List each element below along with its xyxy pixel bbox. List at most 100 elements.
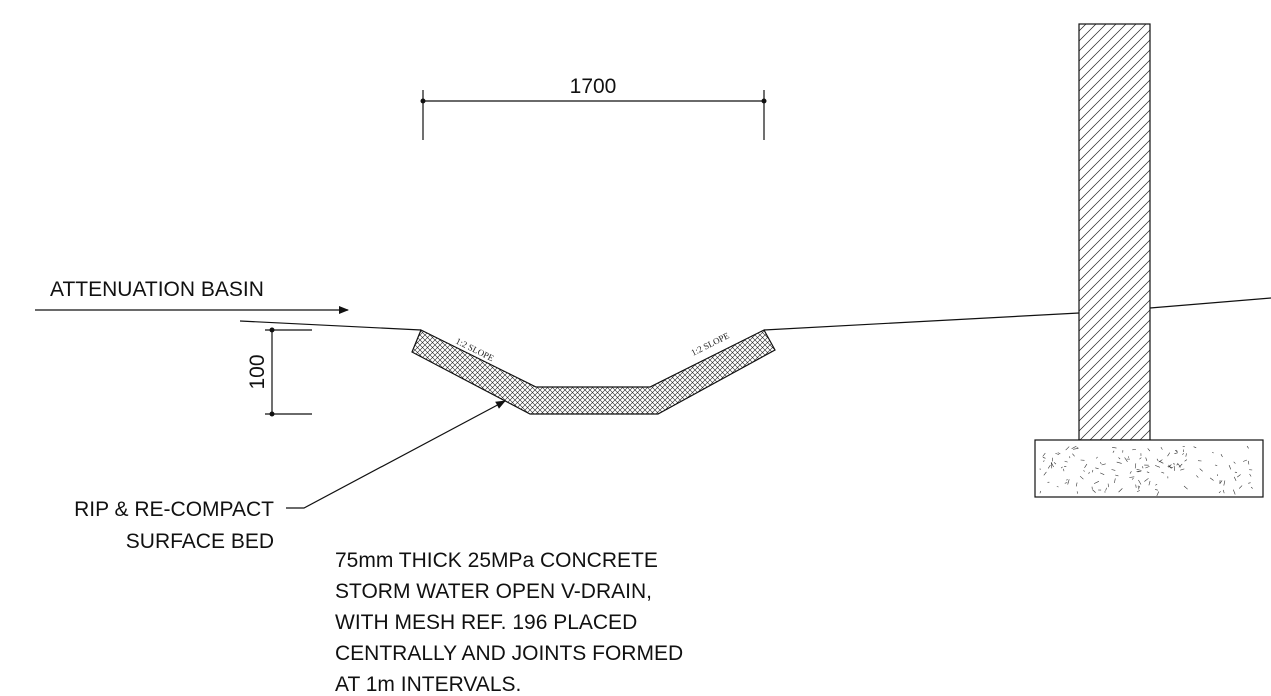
footing-speckle xyxy=(1146,471,1150,473)
footing-speckle xyxy=(1144,478,1149,482)
footing-speckle xyxy=(1161,471,1165,474)
footing-speckle xyxy=(1184,459,1188,462)
footing-speckle xyxy=(1118,488,1123,493)
footing-speckle xyxy=(1212,452,1214,454)
footing-speckle xyxy=(1156,491,1160,497)
footing-speckle xyxy=(1043,460,1045,463)
footing-speckle xyxy=(1138,479,1142,485)
footing-speckle xyxy=(1219,480,1223,484)
footing-speckle xyxy=(1156,458,1159,462)
footing-speckle xyxy=(1172,463,1176,465)
footing-speckle xyxy=(1214,464,1218,466)
note-line: 75mm THICK 25MPa CONCRETE xyxy=(335,549,658,572)
footing-speckle xyxy=(1100,472,1105,475)
footing-speckle xyxy=(1177,462,1181,468)
note-line: CENTRALLY AND JOINTS FORMED xyxy=(335,642,683,665)
attenuation-basin-callout: ATTENUATION BASIN xyxy=(35,278,349,314)
footing-speckle xyxy=(1228,464,1232,470)
rip-label-line1: RIP & RE-COMPACT xyxy=(74,498,274,521)
footing-speckle xyxy=(1222,489,1225,494)
width-tick-left xyxy=(420,98,426,104)
footing-speckle xyxy=(1234,471,1238,473)
footing-speckle xyxy=(1250,486,1253,489)
footing-speckle xyxy=(1249,473,1252,477)
footing-speckle xyxy=(1095,456,1098,459)
height-dimension: 100 xyxy=(246,327,312,417)
footing-concrete-texture xyxy=(1039,445,1253,497)
footing-speckle xyxy=(1064,460,1068,463)
footing-speckle xyxy=(1073,448,1079,450)
footing-speckle xyxy=(1116,461,1122,464)
footing-speckle xyxy=(1173,465,1175,471)
footing-speckle xyxy=(1139,457,1142,460)
footing-speckle xyxy=(1155,489,1158,491)
footing-speckle xyxy=(1115,474,1119,477)
rip-leader-line xyxy=(286,400,506,509)
footing-speckle xyxy=(1196,475,1199,478)
footing-speckle xyxy=(1071,445,1077,450)
footing-speckle xyxy=(1039,490,1042,494)
footing-speckle xyxy=(1136,490,1141,492)
height-tick-top xyxy=(269,327,275,333)
footing-speckle xyxy=(1199,468,1203,472)
rip-recompact-callout: RIP & RE-COMPACT SURFACE BED xyxy=(74,400,506,553)
ground-line-right xyxy=(1149,297,1271,309)
footing-speckle xyxy=(1154,465,1161,468)
footing-speckle xyxy=(1092,489,1096,493)
footing-speckle xyxy=(1051,462,1053,469)
footing-speckle xyxy=(1075,482,1078,487)
footing-speckle xyxy=(1060,466,1063,469)
width-dimension-label: 1700 xyxy=(570,75,617,98)
footing-speckle xyxy=(1050,462,1054,468)
footing-speckle xyxy=(1178,463,1183,468)
footing-speckle xyxy=(1131,477,1134,480)
footing-speckle xyxy=(1079,475,1084,480)
height-dimension-label: 100 xyxy=(246,354,269,389)
concrete-v-drain: 1:2 SLOPE 1:2 SLOPE xyxy=(411,329,776,415)
footing-speckle xyxy=(1183,485,1188,490)
footing-speckle xyxy=(1138,486,1140,490)
attenuation-basin-label: ATTENUATION BASIN xyxy=(50,278,264,301)
footing-speckle xyxy=(1042,452,1046,457)
footing-speckle xyxy=(1167,452,1171,457)
note-line: AT 1m INTERVALS. xyxy=(335,673,521,696)
footing-speckle xyxy=(1233,489,1236,495)
footing-speckle xyxy=(1147,448,1151,452)
footing-speckle xyxy=(1053,462,1057,465)
footing-speckle xyxy=(1063,468,1065,472)
width-tick-right xyxy=(761,98,767,104)
ground-line xyxy=(239,297,1271,331)
footing-speckle xyxy=(1175,450,1178,452)
footing-speckle xyxy=(1237,474,1241,478)
footing-speckle xyxy=(1099,462,1102,465)
footing-speckle xyxy=(1118,457,1121,460)
footing-speckle xyxy=(1072,453,1075,457)
v-drain-concrete-lining xyxy=(411,329,776,415)
footing-speckle xyxy=(1247,460,1250,465)
footing-speckle xyxy=(1128,456,1130,458)
footing-speckle xyxy=(1092,469,1094,473)
footing-speckle xyxy=(1105,487,1107,491)
footing-speckle xyxy=(1129,476,1135,478)
footing-speckle xyxy=(1114,478,1116,484)
footing-speckle xyxy=(1246,445,1249,449)
footing-speckle xyxy=(1155,483,1158,486)
footing-speckle xyxy=(1174,452,1178,454)
footing-speckle xyxy=(1136,469,1142,471)
footing-speckle xyxy=(1095,467,1099,470)
footing-speckle xyxy=(1042,457,1046,459)
footing-speckle xyxy=(1083,470,1085,472)
footing-speckle xyxy=(1047,464,1051,469)
footing-speckle xyxy=(1067,479,1070,485)
width-dimension: 1700 xyxy=(420,75,767,140)
footing-speckle xyxy=(1218,491,1221,494)
footing-speckle xyxy=(1076,491,1078,494)
footing-speckle xyxy=(1145,466,1150,469)
footing-speckle xyxy=(1220,454,1223,458)
retaining-wall xyxy=(1034,23,1264,498)
footing-speckle xyxy=(1180,468,1185,471)
footing-speckle xyxy=(1193,446,1197,449)
wall-stem xyxy=(1078,23,1151,441)
footing-speckle xyxy=(1185,453,1187,457)
